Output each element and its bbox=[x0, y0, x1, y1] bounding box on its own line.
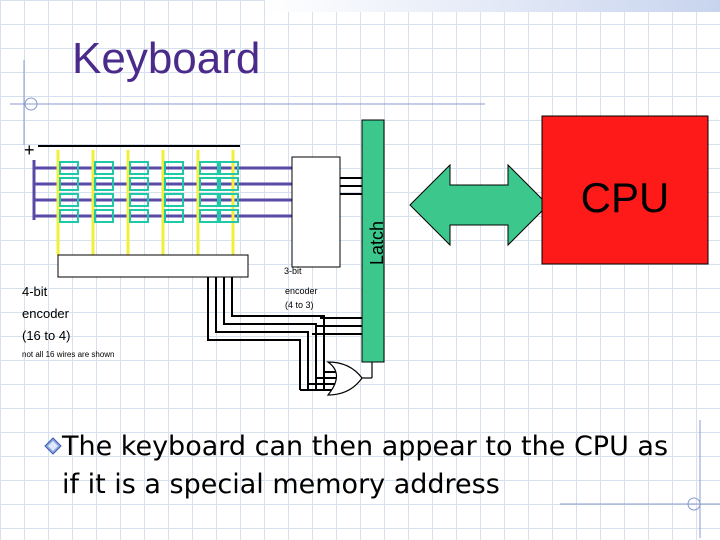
title-bar-accent bbox=[265, 0, 720, 12]
key-switch bbox=[219, 177, 239, 191]
latch bbox=[361, 119, 385, 363]
key-switch bbox=[199, 161, 219, 175]
encoder-16-label-line1: 4-bit bbox=[22, 284, 48, 299]
encoder-8-label-line2: encoder bbox=[285, 286, 318, 296]
key-switch bbox=[199, 193, 219, 207]
wires-note: not all 16 wires are shown bbox=[22, 350, 115, 359]
key-switch bbox=[164, 209, 184, 223]
key-switch bbox=[129, 209, 149, 223]
encoder-16-label-line2: encoder bbox=[22, 306, 70, 321]
key-switch bbox=[59, 177, 79, 191]
key-switch bbox=[219, 193, 239, 207]
key-switch-grid bbox=[59, 161, 239, 223]
key-switch bbox=[59, 209, 79, 223]
key-switch bbox=[59, 193, 79, 207]
key-switch bbox=[94, 209, 114, 223]
key-switch bbox=[129, 161, 149, 175]
key-switch bbox=[199, 209, 219, 223]
encoder-8-label-line3: (4 to 3) bbox=[285, 300, 314, 310]
key-switch bbox=[164, 193, 184, 207]
key-switch bbox=[129, 177, 149, 191]
key-switch bbox=[164, 161, 184, 175]
or-gate bbox=[326, 361, 363, 396]
key-switch bbox=[164, 177, 184, 191]
encoder-4-to-3-box bbox=[291, 156, 341, 268]
row-wires bbox=[34, 166, 340, 218]
key-switch bbox=[129, 193, 149, 207]
cpu-box bbox=[541, 115, 709, 265]
bullet-diamond-icon bbox=[44, 437, 62, 455]
latch-label: Latch bbox=[367, 221, 387, 265]
encoder-to-latch-wires bbox=[340, 177, 362, 195]
column-wires bbox=[56, 150, 235, 255]
encoder-16-label-line3: (16 to 4) bbox=[22, 328, 70, 343]
key-switch bbox=[219, 161, 239, 175]
cpu-label: CPU bbox=[581, 174, 670, 221]
plus-sign: + bbox=[24, 140, 35, 160]
key-switch bbox=[219, 209, 239, 223]
encoder-16-to-4-box bbox=[57, 254, 249, 278]
slide-title: Keyboard bbox=[72, 34, 261, 83]
slide-decoration bbox=[10, 60, 720, 538]
encoder-8-label-line1: 3-bit bbox=[284, 266, 302, 276]
key-switch bbox=[59, 161, 79, 175]
key-switch bbox=[199, 177, 219, 191]
encoder-output-wires bbox=[207, 277, 362, 391]
bullet-text: The keyboard can then appear to the CPU … bbox=[62, 431, 669, 500]
key-switch bbox=[94, 193, 114, 207]
key-switch bbox=[94, 177, 114, 191]
key-switch bbox=[94, 161, 114, 175]
data-bus-arrow bbox=[409, 163, 549, 247]
